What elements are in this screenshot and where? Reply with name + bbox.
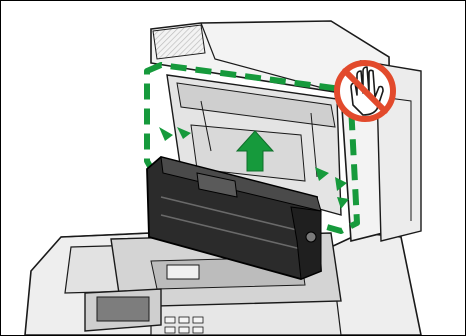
do-not-touch-icon — [337, 63, 393, 119]
